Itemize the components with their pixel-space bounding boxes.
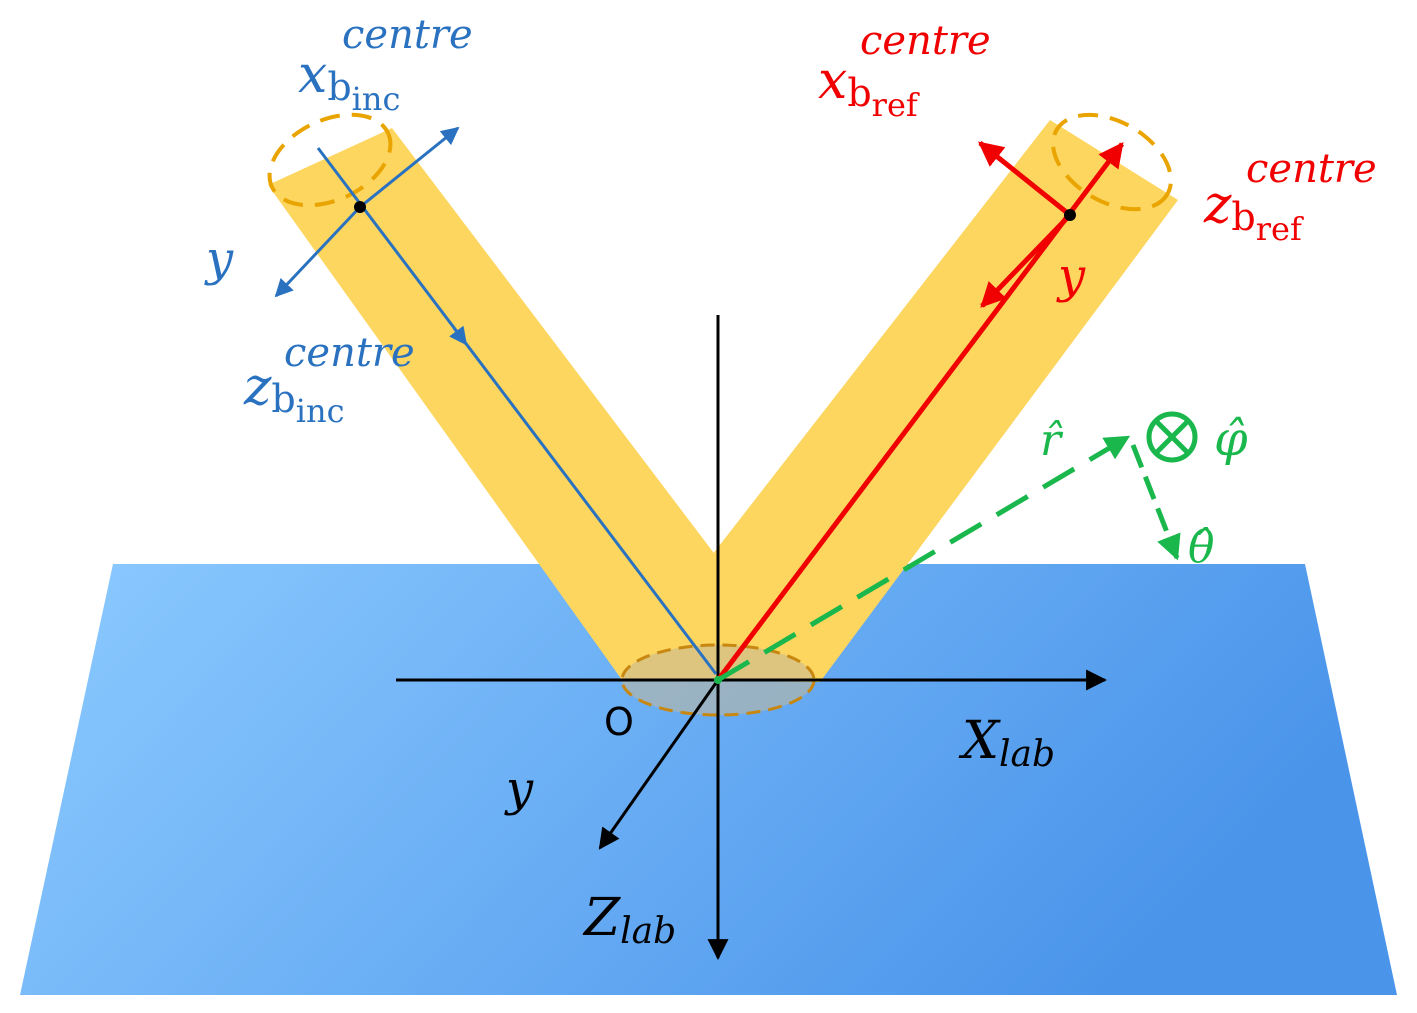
z-ref-label: zbref [1203, 175, 1304, 248]
reflected-centre-point [1064, 209, 1076, 221]
z-ref-subsub: ref [1256, 210, 1304, 248]
y-lab-label: y [504, 761, 534, 817]
z-ref-sup: centre [1246, 146, 1377, 192]
x-ref-subsub: ref [872, 86, 920, 124]
reflected-beam-end-ellipse [1051, 112, 1173, 212]
x-lab-sub: lab [999, 734, 1055, 775]
z-inc-sub: b [271, 377, 295, 421]
incident-z-arrowhead [449, 325, 468, 346]
x-inc-label: xbinc [298, 45, 400, 118]
z-inc-sup: centre [284, 330, 415, 376]
y-inc-label: y [204, 231, 234, 287]
x-ref-main: x [818, 51, 847, 111]
x-ref-sub: b [847, 71, 871, 115]
y-lab-axis [598, 679, 720, 850]
x-inc-sup: centre [342, 12, 473, 58]
y-ref-label: y [1056, 248, 1086, 304]
incident-centre-point [354, 201, 366, 213]
phi-hat-into-page-icon [1146, 411, 1198, 463]
incident-centre-z-axis [316, 147, 718, 675]
z-inc-main: z [243, 357, 272, 417]
z-inc-label: zbinc [243, 357, 345, 430]
r-hat-vector [716, 434, 1131, 683]
incident-centre-y-axis [274, 205, 362, 298]
x-lab-main: X [958, 711, 1001, 771]
z-inc-subsub: inc [296, 392, 345, 430]
incident-beam-end-ellipse [267, 112, 393, 208]
surface-plane [20, 564, 1397, 995]
phi-hat-label: φ̂ [1214, 411, 1248, 467]
z-lab-sub: lab [620, 911, 676, 952]
incident-centre-x-axis [359, 126, 460, 209]
origin-label: O [604, 700, 634, 744]
theta-hat-vector [1130, 444, 1181, 561]
reflected-centre-x-axis [978, 141, 1072, 217]
x-inc-main: x [298, 45, 327, 105]
reflected-beam [622, 120, 1178, 682]
z-lab-label: Zlab [582, 888, 676, 952]
z-ref-sub: b [1231, 195, 1255, 239]
x-lab-label: Xlab [958, 711, 1055, 775]
x-ref-label: xbref [818, 51, 920, 124]
reflected-centre-y-axis [980, 213, 1072, 308]
r-hat-label: r̂ [1040, 415, 1064, 466]
x-ref-sup: centre [860, 18, 991, 64]
x-inc-subsub: inc [352, 80, 401, 118]
origin-point [714, 676, 722, 684]
z-lab-main: Z [582, 888, 621, 948]
x-inc-sub: b [327, 65, 351, 109]
z-ref-main: z [1203, 175, 1232, 235]
incident-beam [268, 128, 810, 680]
theta-hat-label: θ̂ [1188, 522, 1215, 573]
